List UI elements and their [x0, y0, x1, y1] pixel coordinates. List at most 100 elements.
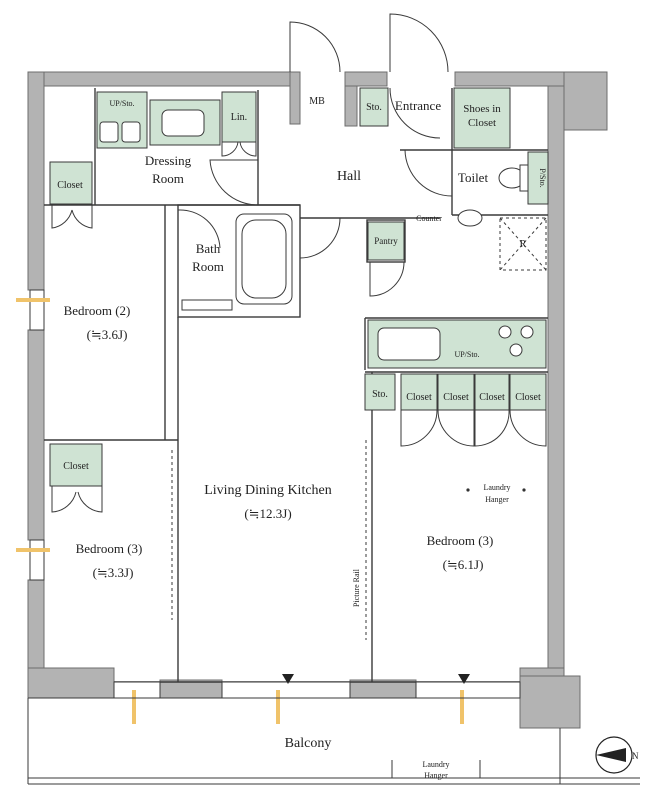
label-entrance: Entrance [395, 98, 441, 113]
compass-label: N [632, 751, 639, 761]
walls [27, 71, 608, 729]
label-mb: MB [309, 96, 325, 107]
closet-e4-box [509, 373, 547, 411]
label-toilet: Toilet [458, 170, 489, 185]
label-hall: Hall [337, 169, 361, 184]
bath-room-outline [177, 204, 301, 318]
door-closet-e3 [474, 409, 510, 447]
label-bedroom3e-name: Bedroom (3) [427, 533, 494, 548]
wall-top-mid [344, 71, 388, 87]
closet-b3-box [49, 443, 103, 487]
burner-2 [520, 325, 534, 339]
door-entrance [389, 13, 449, 73]
wash-basin [161, 109, 205, 137]
door-pantry [369, 261, 405, 297]
wall-left-mid [27, 329, 45, 541]
label-up-sto-kitchen: UP/Sto. [454, 350, 479, 359]
storage-areas [49, 87, 549, 487]
sliding-doors [164, 262, 367, 640]
pantry-outline [366, 219, 406, 263]
wall-left-corner [27, 667, 115, 699]
wall-left-upper [27, 71, 45, 291]
label-closet-e4: Closet [515, 392, 541, 403]
door-bath [177, 209, 221, 249]
washer-a [99, 121, 119, 143]
label-sto-entrance: Sto. [366, 102, 382, 113]
label-ldk-size: (≒12.3J) [244, 506, 291, 521]
sto-kitchen-box [364, 373, 396, 411]
marker-s2 [276, 690, 280, 724]
label-balcony-laundry-1: Laundry [422, 760, 449, 769]
label-closet-b3: Closet [63, 461, 89, 472]
vent-arrow-2 [458, 674, 470, 684]
hanger-dot-2 [522, 488, 526, 492]
door-closet-e2 [437, 409, 475, 447]
closet-e3-box [474, 373, 510, 411]
door-lin-b [239, 141, 257, 157]
bath-shelf [181, 299, 233, 311]
door-lin [221, 141, 239, 157]
door-hall [299, 217, 341, 259]
label-closet-b2: Closet [57, 180, 83, 191]
door-swings [51, 13, 547, 513]
window-south-3 [415, 681, 521, 699]
vent-arrow-1 [282, 674, 294, 684]
balcony-area [27, 697, 640, 785]
label-closet-e3: Closet [479, 392, 505, 403]
marker-b3w [16, 548, 50, 552]
label-laundry-2: Hanger [485, 495, 509, 504]
shoes-closet-box [453, 87, 511, 149]
label-r: R [520, 239, 527, 250]
lin-box [221, 91, 257, 143]
washer-b [121, 121, 141, 143]
compass-needle [596, 748, 626, 762]
wall-right-outer [563, 71, 608, 131]
label-bedroom3w-size: (≒3.3J) [93, 565, 134, 580]
pantry-fill [367, 221, 405, 261]
window-south-1 [113, 681, 161, 699]
toilet-tank [519, 164, 529, 192]
label-bedroom2-name: Bedroom (2) [64, 303, 131, 318]
burner-1 [498, 325, 512, 339]
label-lin: Lin. [231, 112, 247, 123]
door-closet-e4 [509, 409, 547, 447]
label-dressing-1: Dressing [145, 153, 192, 168]
fixtures [99, 109, 547, 361]
label-counter: Counter [416, 214, 442, 223]
compass: N [595, 736, 639, 774]
sto-entrance-box [359, 87, 389, 127]
label-closet-e1: Closet [406, 392, 432, 403]
door-toilet [404, 149, 453, 197]
label-shoes-2: Closet [468, 117, 496, 129]
label-sto-kitchen: Sto. [372, 389, 388, 400]
door-closet-b3-a [51, 486, 77, 513]
vent-arrows [282, 674, 470, 684]
kitchen-sink [377, 327, 441, 361]
label-bedroom3w-name: Bedroom (3) [76, 541, 143, 556]
closet-e1-box [400, 373, 438, 411]
window-south-2 [221, 681, 351, 699]
label-picture-rail: Picture Rail [352, 568, 361, 607]
labels: MB Sto. Entrance Shoes in Closet UP/Sto.… [57, 96, 547, 780]
door-closet-b2-b [71, 204, 93, 229]
marker-b2 [16, 298, 50, 302]
door-closet-e1 [400, 409, 438, 447]
door-closet-b3-b [77, 486, 103, 513]
label-bedroom2-size: (≒3.6J) [87, 327, 128, 342]
wall-mb-right [344, 85, 358, 127]
label-balcony-laundry-2: Hanger [424, 771, 448, 780]
door-entrance-in [389, 87, 441, 139]
counter-sink [457, 209, 483, 227]
door-closet-b2-a [51, 204, 73, 229]
label-bath-1: Bath [196, 241, 221, 256]
label-laundry-1: Laundry [483, 483, 510, 492]
fridge-box [499, 217, 547, 271]
wall-mb-left [289, 71, 301, 125]
window-b3w [29, 539, 45, 581]
door-mb [289, 21, 341, 73]
label-shoes-1: Shoes in [463, 103, 501, 115]
closet-b2-box [49, 161, 93, 205]
door-dressing [209, 159, 259, 206]
wall-top-left [27, 71, 291, 87]
